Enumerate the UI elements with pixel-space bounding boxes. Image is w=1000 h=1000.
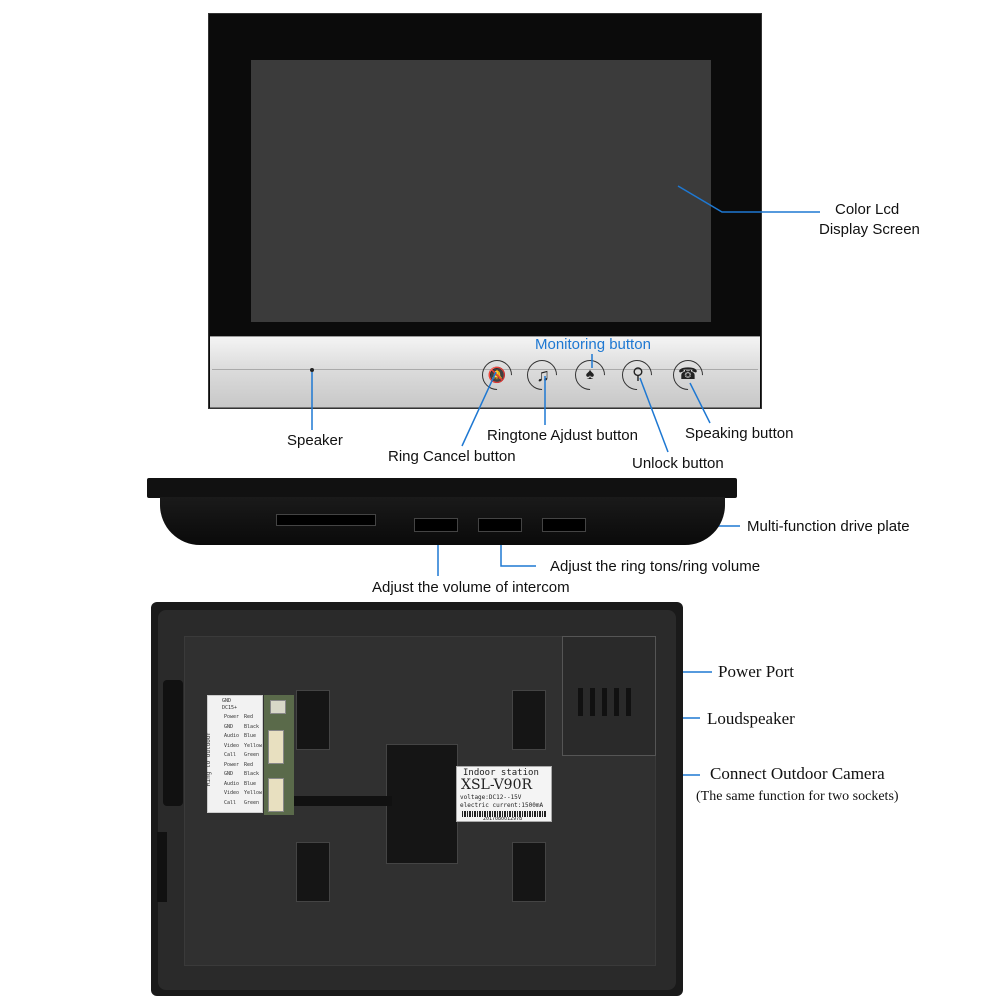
bottom-vent bbox=[276, 514, 376, 526]
wiring-dc: DC15+ bbox=[222, 705, 238, 711]
device-bottom-edge bbox=[147, 478, 737, 498]
intercom-volume-label: Adjust the volume of intercom bbox=[372, 579, 570, 596]
speaker-grille-slot bbox=[626, 688, 631, 716]
lcd-label-line2: Display Screen bbox=[819, 221, 920, 238]
power-port[interactable] bbox=[270, 700, 286, 714]
lcd-callout-line bbox=[677, 185, 820, 213]
wiring-row-color: Red bbox=[244, 761, 254, 768]
wiring-row-color: Green bbox=[244, 752, 260, 758]
center-rail bbox=[292, 796, 392, 806]
speaker-grille-slot bbox=[578, 688, 583, 716]
intercom-volume-wheel[interactable] bbox=[414, 518, 458, 532]
person-monitor-icon: ♠ bbox=[585, 366, 595, 383]
nameplate-serial: 2017080012978 bbox=[483, 816, 523, 822]
loudspeaker-housing bbox=[562, 636, 656, 756]
wiring-row-name: Audio bbox=[224, 733, 240, 739]
panel-divider bbox=[212, 369, 758, 370]
wiring-row-name: Call bbox=[224, 752, 237, 758]
side-rib-lower bbox=[157, 832, 167, 902]
mount-slot-bottom-right bbox=[512, 842, 546, 902]
wiring-row-name: GND bbox=[224, 771, 234, 777]
ringtone-adjust-label: Ringtone Ajdust button bbox=[487, 427, 638, 444]
loudspeaker-label: Loudspeaker bbox=[707, 709, 795, 728]
speaker-grille-slot bbox=[614, 688, 619, 716]
ring-volume-label: Adjust the ring tons/ring volume bbox=[550, 558, 761, 575]
wiring-row-color: Red bbox=[244, 714, 254, 720]
lcd-screen bbox=[251, 60, 711, 322]
speaker-grille-slot bbox=[602, 688, 607, 716]
wiring-row-color: Yellow bbox=[244, 742, 263, 749]
nameplate-model: XSL-V90R bbox=[461, 777, 533, 793]
speaker-grille-slot bbox=[590, 688, 595, 716]
camera-socket-2[interactable] bbox=[268, 778, 284, 812]
mount-slot-bottom-left bbox=[296, 842, 330, 902]
music-note-icon: ♫ bbox=[536, 365, 550, 385]
mount-slot-top-left bbox=[296, 690, 330, 750]
wiring-row-name: Power bbox=[224, 714, 240, 720]
speaker-label: Speaker bbox=[287, 432, 343, 449]
speaker-hole bbox=[310, 368, 314, 372]
ring-cancel-callout-line bbox=[461, 371, 497, 447]
speaking-label: Speaking button bbox=[685, 425, 794, 442]
power-port-label: Power Port bbox=[718, 662, 795, 681]
wiring-row-color: Black bbox=[244, 771, 260, 777]
wiring-row-name: GND bbox=[224, 723, 234, 730]
nameplate-title: Indoor station bbox=[463, 768, 539, 778]
wiring-row-name: Power bbox=[224, 761, 240, 768]
ring-cancel-label: Ring Cancel button bbox=[388, 448, 516, 465]
wiring-row-color: Blue bbox=[244, 733, 257, 739]
drive-plate-label: Multi-function drive plate bbox=[747, 518, 910, 535]
drive-plate-switch[interactable] bbox=[542, 518, 586, 532]
wiring-row-color: Black bbox=[244, 723, 260, 730]
wiring-row-name: Audio bbox=[224, 780, 240, 787]
lcd-label-line1: Color Lcd bbox=[835, 201, 900, 218]
unlock-label: Unlock button bbox=[632, 455, 724, 472]
center-bracket bbox=[386, 744, 458, 864]
key-icon: ⚲ bbox=[632, 366, 644, 383]
wiring-row-color: Blue bbox=[244, 780, 257, 787]
camera-socket-1[interactable] bbox=[268, 730, 284, 764]
nameplate-current: electric current:1500mA bbox=[460, 802, 544, 809]
wiring-row-name: Video bbox=[224, 742, 240, 749]
ring-volume-wheel[interactable] bbox=[478, 518, 522, 532]
wiring-row-name: Call bbox=[224, 799, 237, 806]
unlock-callout-line bbox=[639, 377, 669, 453]
wiring-gnd: GND bbox=[222, 698, 232, 704]
phone-icon: ☎ bbox=[678, 366, 698, 383]
outdoor-camera-note: (The same function for two sockets) bbox=[696, 789, 899, 804]
mount-slot-top-right bbox=[512, 690, 546, 750]
nameplate-voltage: voltage:DC12--15V bbox=[460, 794, 522, 801]
wiring-side-text: Ring to outdoor bbox=[205, 731, 213, 787]
wiring-row-name: Video bbox=[224, 790, 240, 796]
side-rib bbox=[163, 680, 183, 806]
wiring-row-color: Yellow bbox=[244, 790, 263, 796]
outdoor-camera-label: Connect Outdoor Camera bbox=[710, 764, 885, 783]
speaking-callout-line bbox=[689, 382, 711, 424]
monitoring-button-label: Monitoring button bbox=[535, 336, 651, 353]
barcode bbox=[462, 811, 546, 817]
wiring-row-color: Green bbox=[244, 799, 260, 806]
